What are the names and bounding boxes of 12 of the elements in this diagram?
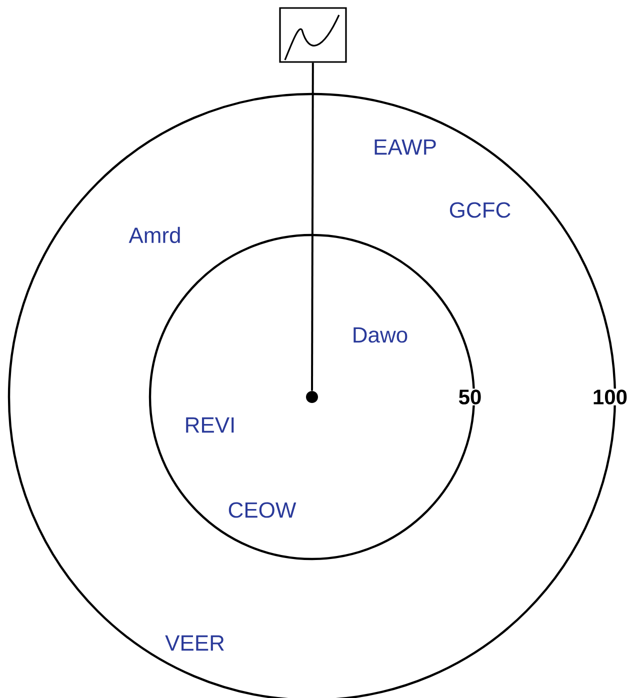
handwritten-label: EAWP (374, 139, 436, 155)
handwritten-label: Dawo (354, 327, 408, 343)
center-dot (306, 391, 318, 403)
handwritten-label: VEER (165, 635, 224, 651)
handwritten-label: Amrd (128, 226, 180, 244)
ring-label: 100 (591, 388, 629, 406)
handwritten-label: CEOW (228, 502, 296, 518)
connector-line (311, 62, 314, 391)
handwritten-label: REVI (186, 417, 234, 433)
graph-sign-drawing (279, 7, 347, 63)
handwritten-label: GCFC (450, 202, 510, 218)
ring-label: 50 (457, 388, 483, 406)
